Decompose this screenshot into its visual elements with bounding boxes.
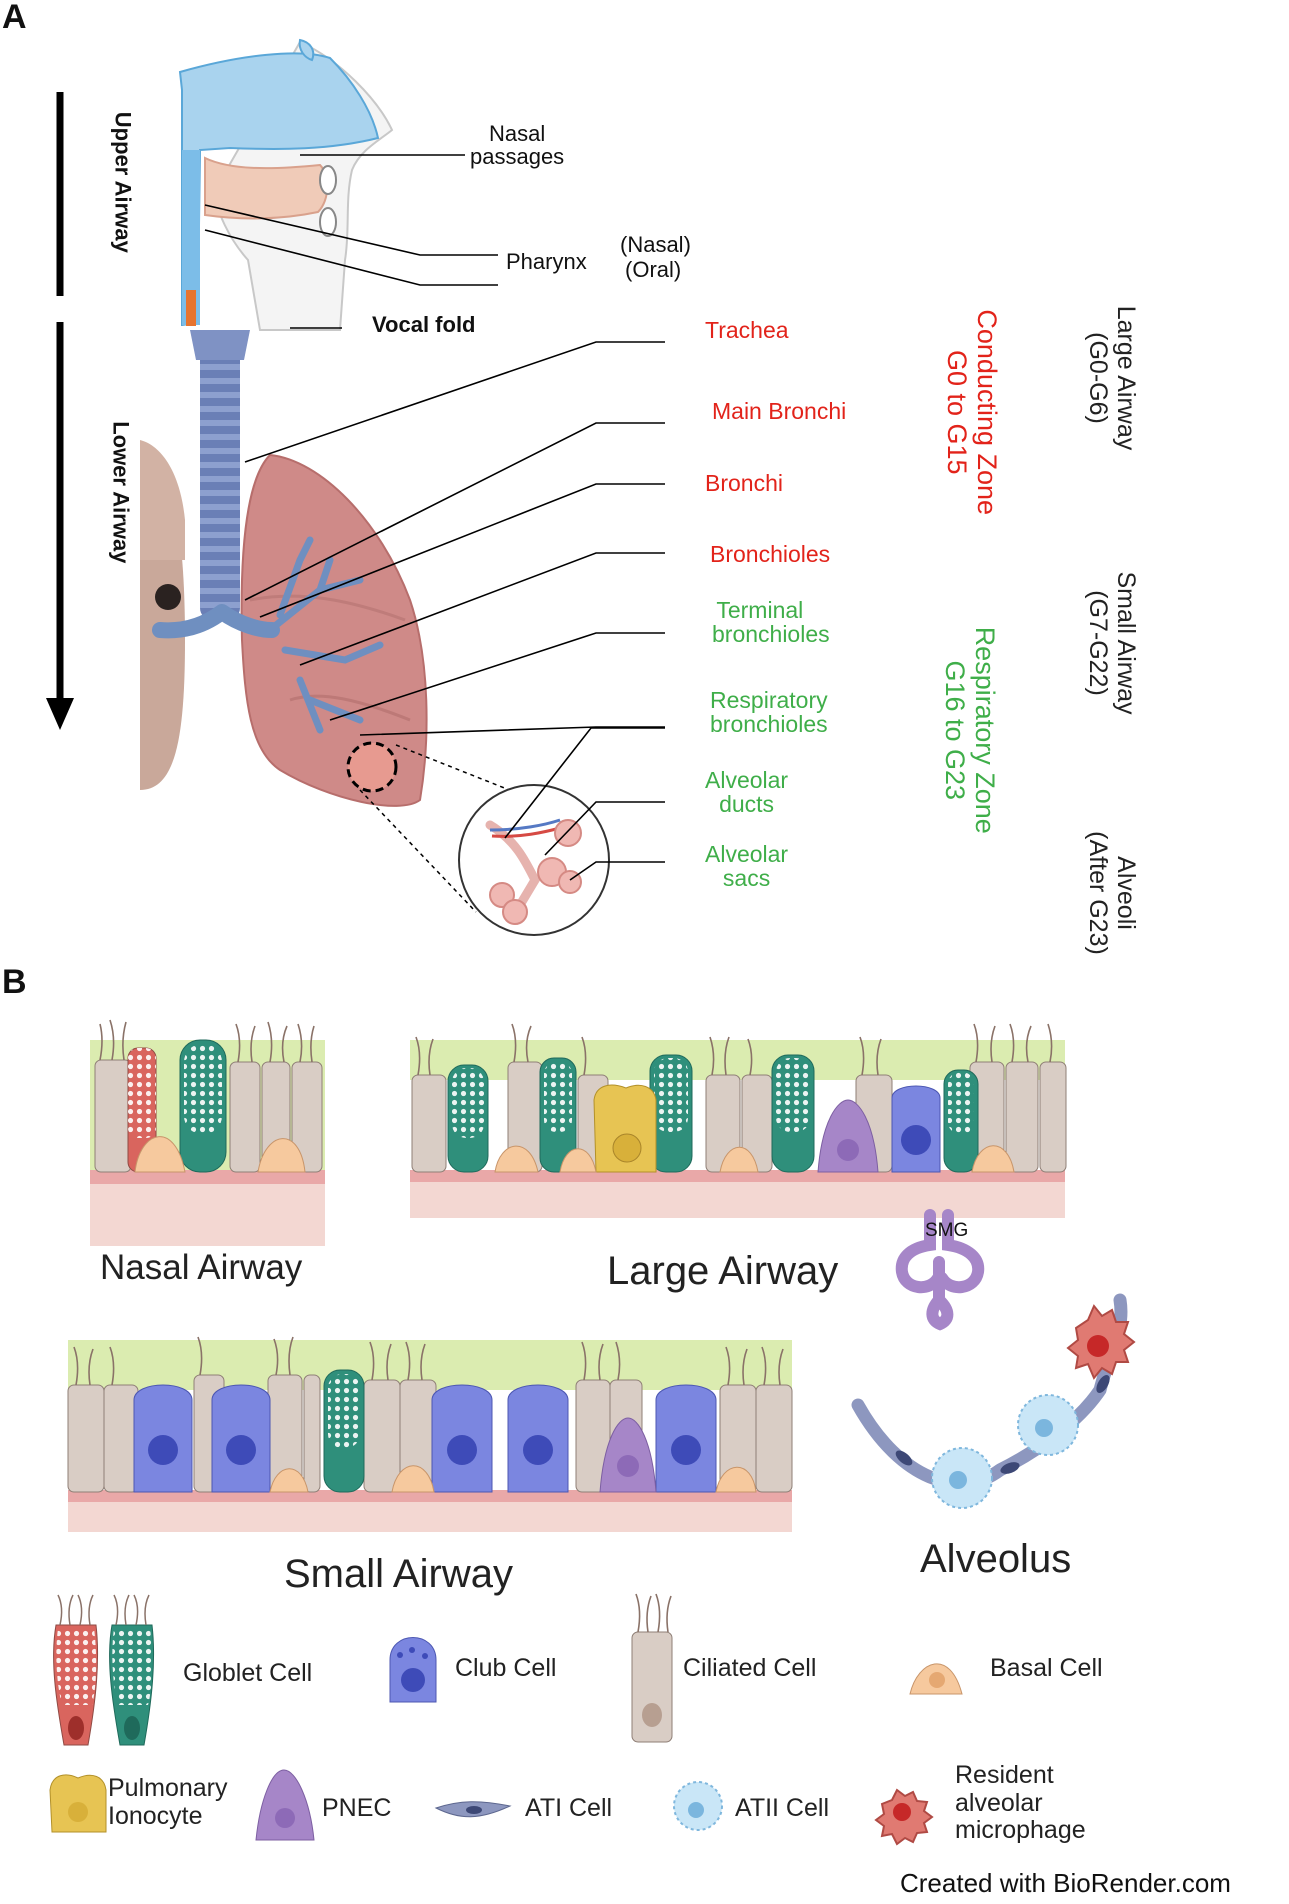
legend-atii-label: ATII Cell	[735, 1794, 829, 1822]
leader-lines	[204, 154, 665, 881]
legend-pnec-icon	[255, 1769, 315, 1841]
legend-basal-label: Basal Cell	[990, 1654, 1103, 1682]
small-airway-epithelium	[67, 1336, 793, 1532]
alveolus-zoom-inset	[346, 741, 610, 936]
lower-airway-arrow	[46, 322, 74, 730]
legend-ciliated-label: Ciliated Cell	[683, 1654, 817, 1682]
legend-club-cell-icon	[389, 1637, 437, 1703]
pharynx-oral-label: (Oral)	[625, 257, 682, 282]
legend-ciliated-cell-icon	[631, 1593, 673, 1743]
pharynx-nasal-label: (Nasal)	[620, 232, 691, 257]
lung-illustration	[140, 330, 428, 807]
legend-icons	[49, 1593, 963, 1846]
nasal-airway-title: Nasal Airway	[100, 1248, 303, 1287]
large-airway-title: Large Airway	[607, 1249, 839, 1293]
legend-pnec-label: PNEC	[322, 1794, 392, 1822]
biorender-credit: Created with BioRender.com	[900, 1868, 1231, 1898]
nasal-airway-epithelium	[90, 1019, 325, 1246]
small-airway-class-label: Small Airway(G7-G22)	[1084, 571, 1140, 715]
alveolus-title: Alveolus	[920, 1537, 1072, 1581]
legend-ionocyte-icon	[49, 1774, 107, 1833]
alveoli-class-label: Alveoli(After G23)	[1084, 831, 1140, 955]
vocal-fold-label: Vocal fold	[372, 312, 476, 337]
legend-basal-cell-icon	[909, 1663, 963, 1695]
legend-ati-cell-icon	[434, 1801, 512, 1818]
smg-label: SMG	[925, 1220, 969, 1241]
panel-a-label: A	[2, 0, 27, 36]
lower-airway-label: Lower Airway	[108, 421, 134, 564]
head-upper-airway-illustration	[178, 38, 394, 331]
legend-club-label: Club Cell	[455, 1654, 557, 1682]
large-airway-class-label: Large Airway(G0-G6)	[1084, 305, 1140, 451]
small-airway-title: Small Airway	[284, 1552, 513, 1596]
bronchi-label: Bronchi	[705, 470, 783, 496]
legend-atii-cell-icon	[673, 1781, 723, 1831]
main-bronchi-label: Main Bronchi	[712, 398, 847, 424]
large-airway-epithelium	[410, 1023, 1067, 1331]
upper-airway-label: Upper Airway	[110, 111, 136, 253]
trachea-label: Trachea	[705, 317, 789, 343]
pharynx-label: Pharynx	[506, 249, 587, 274]
legend-macrophage-icon	[874, 1788, 934, 1846]
legend-ati-label: ATI Cell	[525, 1794, 613, 1822]
smg-gland	[895, 1209, 985, 1331]
legend-goblet-green-icon	[109, 1594, 155, 1746]
alveolus-illustration	[851, 1293, 1136, 1509]
panel-b-label: B	[2, 963, 27, 1001]
legend-goblet-red-icon	[53, 1594, 99, 1746]
bronchioles-label: Bronchioles	[710, 541, 831, 567]
legend-goblet-label: Globlet Cell	[183, 1659, 313, 1687]
